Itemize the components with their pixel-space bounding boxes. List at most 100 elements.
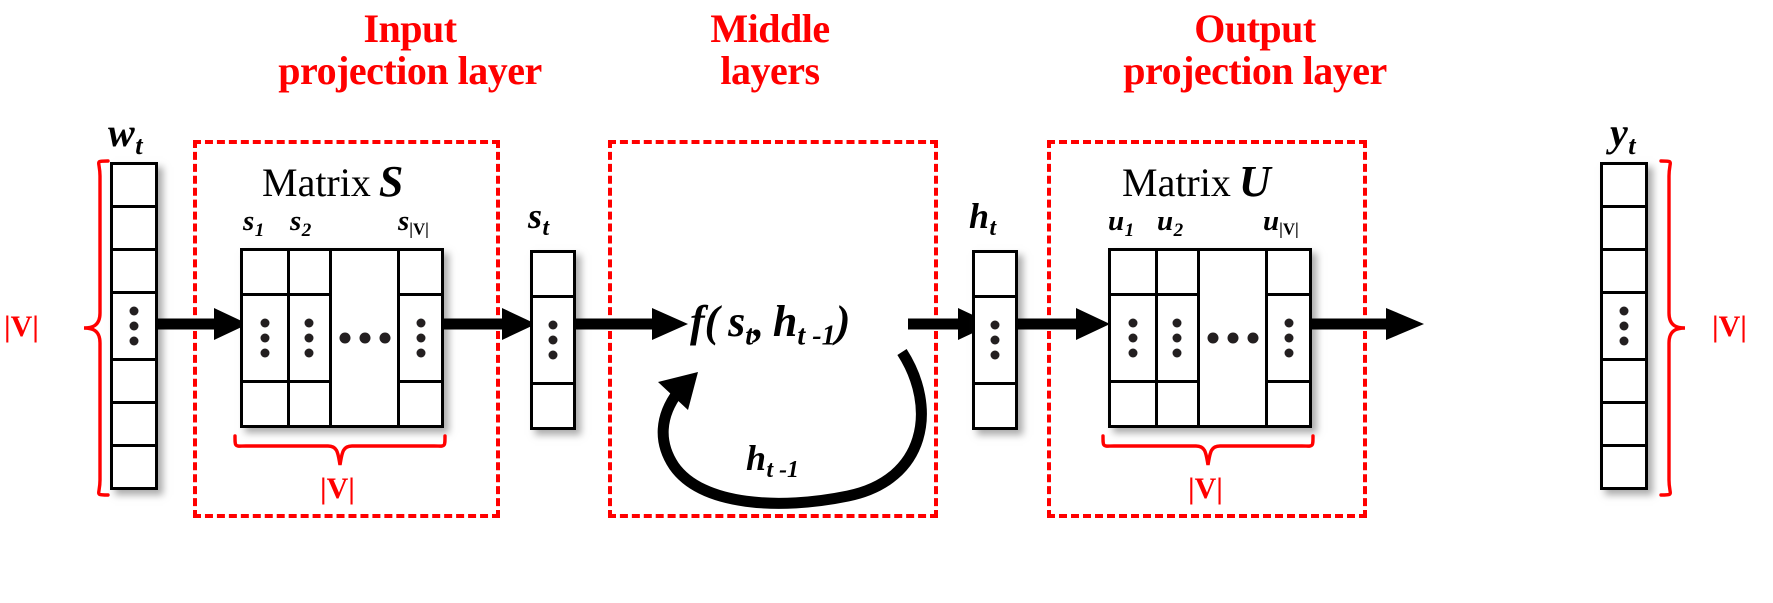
vector-cell (1603, 444, 1645, 487)
matrix-cell-ellipsis (400, 293, 441, 380)
vertical-ellipsis-icon (1172, 318, 1182, 358)
label-w-t-base: w (108, 110, 135, 155)
matrix-cell-ellipsis (1157, 293, 1198, 380)
label-y-t-base: y (1610, 110, 1628, 155)
vector-cell (113, 444, 155, 487)
matrix-column-u2 (1154, 251, 1198, 425)
matrix-cell (289, 380, 330, 425)
matrix-cell (400, 380, 441, 425)
matrix-cell-ellipsis (1268, 293, 1309, 380)
arrow-w-to-matrix-s (158, 308, 248, 340)
vector-cell (1603, 248, 1645, 291)
vector-y-t (1600, 162, 1648, 490)
brace-left-vocab (83, 159, 110, 497)
matrix-cell (1268, 380, 1309, 425)
vector-cell (975, 382, 1015, 427)
vertical-ellipsis-icon (129, 306, 139, 346)
matrix-s-name: S (378, 157, 404, 206)
vector-cell (533, 253, 573, 295)
vector-cell (113, 205, 155, 248)
matrix-cell (243, 380, 287, 425)
label-u-column-last: u|V| (1263, 205, 1299, 239)
matrix-s (240, 248, 444, 428)
label-u-column-2: u2 (1157, 205, 1184, 241)
matrix-column-s-last (397, 251, 441, 425)
vertical-ellipsis-icon (416, 318, 426, 358)
vector-s-t (530, 250, 576, 430)
vector-cell (533, 382, 573, 427)
matrix-column-s2 (286, 251, 330, 425)
matrix-cell (243, 251, 287, 293)
function-expression: f( st, ht -1) (690, 297, 851, 352)
matrix-cell-ellipsis (243, 293, 287, 380)
function-arg-s: s (728, 297, 746, 346)
matrix-column-s1 (243, 251, 287, 425)
label-y-t-sub: t (1628, 129, 1636, 160)
brace-right-vocab (1659, 159, 1686, 497)
heading-middle-layers: Middle layers (710, 6, 830, 93)
matrix-u-name: U (1238, 157, 1271, 206)
vertical-ellipsis-icon (1619, 306, 1629, 346)
label-y-t: yt (1610, 110, 1636, 160)
arrow-recurrence-loop (657, 349, 927, 509)
brace-matrix-s-vocab (233, 434, 447, 466)
vocab-label-left: |V| (4, 310, 39, 343)
vector-cell (1603, 358, 1645, 401)
arrow-s-t-to-f (576, 308, 688, 340)
vector-cell (113, 358, 155, 401)
vector-cell (975, 253, 1015, 295)
label-w-t-sub: t (135, 129, 143, 160)
function-arg-h: h (772, 297, 798, 346)
vertical-ellipsis-icon (304, 318, 314, 358)
brace-matrix-u-vocab (1101, 434, 1315, 466)
matrix-cell (400, 251, 441, 293)
label-h-t: ht (969, 196, 997, 242)
label-s-column-1: s1 (243, 205, 265, 241)
arrow-h-t-to-matrix-u (1018, 308, 1110, 340)
vector-cell (1603, 165, 1645, 205)
label-h-t-minus-1-loop: ht -1 (746, 438, 799, 484)
heading-input-projection-layer: Input projection layer (278, 6, 542, 93)
vector-cell-ellipsis (1603, 291, 1645, 358)
horizontal-ellipsis-icon (339, 332, 391, 344)
matrix-u (1108, 248, 1312, 428)
label-s-column-last: s|V| (398, 205, 429, 239)
vertical-ellipsis-icon (1128, 318, 1138, 358)
matrix-column-ellipsis (329, 251, 397, 425)
matrix-cell (1268, 251, 1309, 293)
matrix-u-title-text: Matrix (1122, 160, 1231, 205)
matrix-cell (290, 251, 330, 293)
matrix-cell-ellipsis (289, 293, 330, 380)
matrix-cell-ellipsis (1111, 293, 1155, 380)
vector-cell (1603, 401, 1645, 444)
matrix-s-title-text: Matrix (262, 160, 371, 205)
label-s-column-2: s2 (290, 205, 312, 241)
vocab-label-right: |V| (1712, 310, 1747, 343)
matrix-cell (1111, 380, 1155, 425)
matrix-column-u1 (1111, 251, 1155, 425)
label-w-t: wt (108, 110, 143, 160)
vertical-ellipsis-icon (260, 318, 270, 358)
arrow-matrix-u-to-y-t (1312, 308, 1424, 340)
vertical-ellipsis-icon (990, 320, 1000, 360)
vertical-ellipsis-icon (548, 320, 558, 360)
label-u-column-1: u1 (1108, 205, 1135, 241)
matrix-cell (1158, 251, 1198, 293)
vector-cell-ellipsis (533, 295, 573, 382)
vector-cell-ellipsis (113, 291, 155, 358)
vocab-label-matrix-u: |V| (1188, 472, 1223, 505)
vector-h-t (972, 250, 1018, 430)
vector-cell (113, 165, 155, 205)
vector-cell (1603, 205, 1645, 248)
label-s-t: st (528, 196, 550, 242)
vector-cell (113, 248, 155, 291)
horizontal-ellipsis-icon (1207, 332, 1259, 344)
vector-cell-ellipsis (975, 295, 1015, 382)
vector-w-t (110, 162, 158, 490)
matrix-column-u-last (1265, 251, 1309, 425)
arrow-matrix-s-to-s-t (444, 308, 536, 340)
matrix-cell (1111, 251, 1155, 293)
vocab-label-matrix-s: |V| (320, 472, 355, 505)
matrix-cell (1157, 380, 1198, 425)
